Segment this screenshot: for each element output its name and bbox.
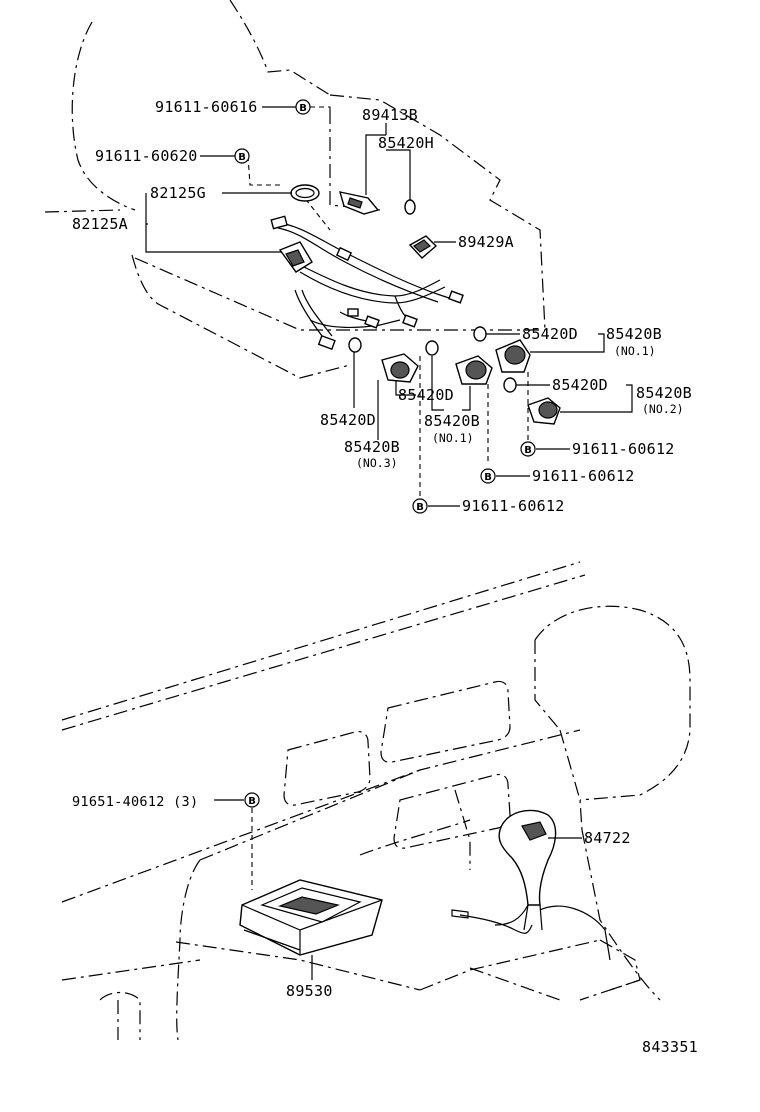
leader-lines-top <box>145 106 633 507</box>
label-84722: 84722 <box>584 829 631 847</box>
o-ring-85420H <box>404 199 416 215</box>
svg-text:B: B <box>248 796 256 807</box>
ecu-89530 <box>239 879 383 956</box>
bolt-marker-40612: B <box>244 792 260 808</box>
label-82125G: 82125G <box>150 184 206 202</box>
label-no2: (NO.2) <box>642 402 684 416</box>
label-85420D-c: 85420D <box>398 386 454 404</box>
label-91611-60612-b: 91611-60612 <box>532 467 635 485</box>
label-85420H: 85420H <box>378 134 434 152</box>
label-85420B-no3: 85420B <box>344 438 400 456</box>
relay-89429A <box>408 235 438 259</box>
bolt-marker-60612-c: B <box>412 498 428 514</box>
dashboard-outline <box>61 561 691 1041</box>
label-no1-b: (NO.1) <box>432 431 474 445</box>
label-85420D-b: 85420D <box>552 376 608 394</box>
label-91651-40612: 91651-40612 (3) <box>72 794 198 810</box>
switch-wire <box>451 909 533 934</box>
label-no1-a: (NO.1) <box>614 344 656 358</box>
bolt-marker-60620: B <box>234 148 250 164</box>
leader-lines-bottom <box>214 799 582 980</box>
label-no3: (NO.3) <box>356 456 398 470</box>
body-outline-top <box>44 0 546 379</box>
switch-84722 <box>521 821 547 841</box>
label-85420D-a: 85420D <box>522 325 578 343</box>
label-85420B-center: 85420B <box>424 412 480 430</box>
bolt-marker-60616: B <box>295 99 311 115</box>
label-85420D-d: 85420D <box>320 411 376 429</box>
label-91611-60612-a: 91611-60612 <box>572 440 675 458</box>
dash-cutouts <box>283 680 511 849</box>
bolt-marker-60612-b: B <box>480 468 496 484</box>
svg-text:B: B <box>299 103 307 114</box>
label-89530: 89530 <box>286 982 333 1000</box>
svg-text:B: B <box>484 472 492 483</box>
label-89429A: 89429A <box>458 233 514 251</box>
sensor-85420B-no3 <box>348 337 419 383</box>
sensor-89413B <box>339 191 380 215</box>
label-91611-60612-c: 91611-60612 <box>462 497 565 515</box>
grommet-82125G <box>290 184 320 202</box>
label-91611-60620: 91611-60620 <box>95 147 198 165</box>
sensor-85420B-center <box>425 340 493 385</box>
sensor-85420B-no2 <box>503 377 561 425</box>
bolt-marker-60612-a: B <box>520 441 536 457</box>
svg-text:B: B <box>238 152 246 163</box>
svg-text:B: B <box>524 445 532 456</box>
drawing-number: 843351 <box>642 1038 698 1056</box>
label-85420B-no1: 85420B <box>606 325 662 343</box>
wire-harness-82125A <box>270 215 464 350</box>
label-85420B-no2: 85420B <box>636 384 692 402</box>
label-89413B: 89413B <box>362 106 418 124</box>
label-82125A: 82125A <box>72 215 128 233</box>
svg-text:B: B <box>416 502 424 513</box>
label-91611-60616: 91611-60616 <box>155 98 258 116</box>
